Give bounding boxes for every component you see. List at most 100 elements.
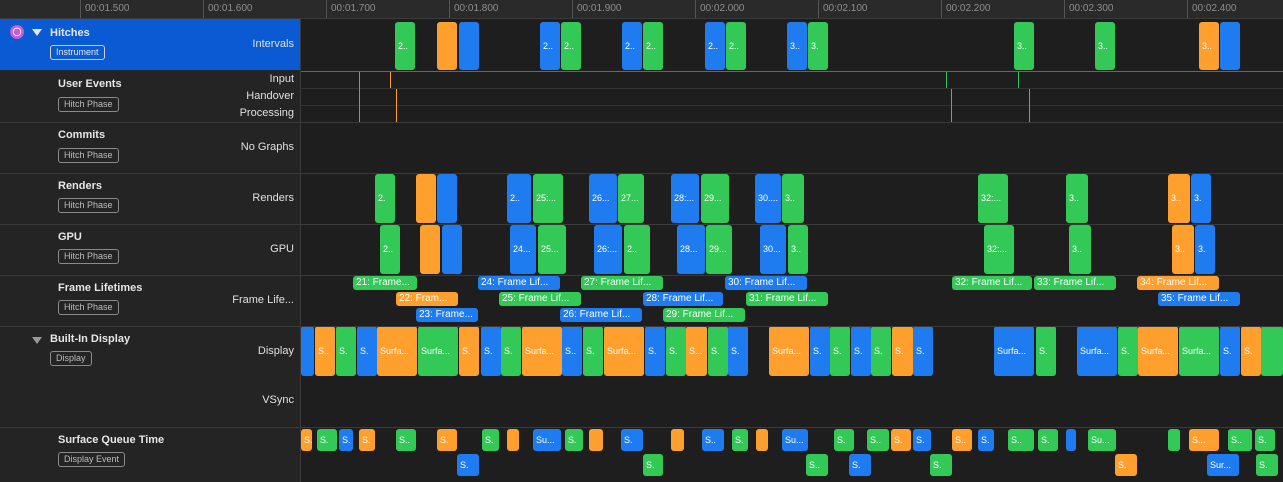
renders-track-header[interactable]: Renders Hitch Phase Renders — [0, 174, 300, 224]
disclosure-triangle-icon[interactable] — [32, 29, 42, 36]
user-event-marker[interactable] — [359, 72, 360, 123]
display-surface-block[interactable]: S... — [686, 326, 707, 376]
display-surface-block[interactable]: S. — [830, 326, 850, 376]
frame-lifetime-block[interactable]: 27: Frame Lif... — [581, 276, 663, 290]
hitch-interval-block[interactable]: 2.. — [643, 22, 663, 70]
frame-lifetime-block[interactable]: 21: Frame... — [353, 276, 417, 290]
surface-queue-block[interactable]: Su... — [533, 429, 561, 451]
user-events-track-header[interactable]: User Events Hitch Phase Input Handover P… — [0, 71, 300, 122]
timeline-graph[interactable]: 2..2..2..2..2..2..2..3..3.3..3..3..2.2..… — [301, 19, 1283, 482]
display-surface-block[interactable]: S. — [1036, 326, 1056, 376]
frame-lifetime-block[interactable]: 22: Fram... — [396, 292, 458, 306]
surface-queue-block[interactable]: S. — [643, 454, 663, 476]
display-surface-block[interactable]: S. — [728, 326, 748, 376]
surface-queue-block[interactable]: S. — [482, 429, 499, 451]
surface-queue-block[interactable]: S. — [978, 429, 994, 451]
user-event-marker[interactable] — [946, 72, 947, 88]
display-surface-block[interactable]: S.. — [315, 326, 335, 376]
hitch-interval-block[interactable] — [1220, 22, 1240, 70]
gpu-block[interactable]: 3.. — [1069, 225, 1091, 274]
frame-lifetime-block[interactable]: 30: Frame Lif... — [725, 276, 807, 290]
render-block[interactable]: 27... — [618, 174, 644, 223]
time-ruler[interactable]: 00:01.500 00:01.600 00:01.700 00:01.800 … — [0, 0, 1283, 19]
display-surface-block[interactable]: Surfa... — [418, 326, 458, 376]
surface-queue-block[interactable] — [1066, 429, 1076, 451]
display-surface-block[interactable]: Surfa... — [1179, 326, 1219, 376]
display-surface-block[interactable]: S. — [1118, 326, 1138, 376]
gpu-block[interactable]: 3. — [1195, 225, 1215, 274]
surface-queue-block[interactable] — [1168, 429, 1180, 451]
display-surface-block[interactable] — [301, 326, 314, 376]
display-surface-block[interactable]: S. — [1241, 326, 1261, 376]
display-surface-block[interactable]: S. — [1220, 326, 1240, 376]
render-block[interactable]: 28:... — [671, 174, 699, 223]
display-surface-block[interactable]: S. — [666, 326, 686, 376]
hitch-interval-block[interactable]: 2.. — [622, 22, 642, 70]
gpu-block[interactable]: 2.. — [624, 225, 650, 274]
display-surface-block[interactable]: S. — [892, 326, 913, 376]
surface-queue-block[interactable]: S. — [1256, 454, 1278, 476]
frame-lifetime-block[interactable]: 29: Frame Lif... — [663, 308, 745, 322]
surface-queue-block[interactable]: S.. — [952, 429, 972, 451]
hitch-interval-block[interactable]: 3. — [808, 22, 828, 70]
surface-queue-block[interactable] — [756, 429, 768, 451]
hitch-interval-block[interactable]: 2.. — [561, 22, 581, 70]
surface-queue-block[interactable]: S. — [565, 429, 583, 451]
surface-queue-block[interactable]: S.. — [1228, 429, 1252, 451]
display-surface-block[interactable]: S. — [336, 326, 356, 376]
hitch-interval-block[interactable]: 3.. — [787, 22, 807, 70]
surface-queue-block[interactable]: S.. — [1008, 429, 1034, 451]
user-event-marker[interactable] — [390, 72, 391, 88]
hitch-interval-block[interactable] — [437, 22, 457, 70]
surface-queue-block[interactable] — [507, 429, 519, 451]
gpu-block[interactable]: 32:... — [984, 225, 1014, 274]
display-surface-block[interactable]: S. — [851, 326, 871, 376]
display-surface-block[interactable]: Surfa... — [994, 326, 1034, 376]
hitch-interval-block[interactable]: 3.. — [1095, 22, 1115, 70]
hitch-interval-block[interactable]: 3.. — [1199, 22, 1219, 70]
display-surface-block[interactable]: S.. — [562, 326, 582, 376]
display-surface-block[interactable]: S. — [708, 326, 728, 376]
frame-lifetime-block[interactable]: 34: Frame Lif... — [1137, 276, 1219, 290]
display-surface-block[interactable]: S. — [501, 326, 521, 376]
surface-queue-block[interactable]: S. — [732, 429, 748, 451]
user-event-marker[interactable] — [396, 89, 397, 123]
user-event-marker[interactable] — [951, 89, 952, 123]
commits-track-header[interactable]: Commits Hitch Phase No Graphs — [0, 123, 300, 173]
surface-queue-block[interactable]: Su... — [1088, 429, 1116, 451]
built-in-display-track-header[interactable]: Built-In Display Display Display VSync — [0, 327, 300, 427]
gpu-block[interactable]: 24... — [510, 225, 536, 274]
gpu-block[interactable]: 30... — [760, 225, 786, 274]
frame-lifetime-block[interactable]: 23: Frame... — [416, 308, 478, 322]
surface-queue-block[interactable]: S. — [621, 429, 643, 451]
surface-queue-block[interactable]: S. — [913, 429, 931, 451]
surface-queue-block[interactable]: Su... — [782, 429, 808, 451]
render-block[interactable]: 26... — [589, 174, 617, 223]
render-block[interactable]: 29... — [701, 174, 729, 223]
surface-queue-block[interactable]: S. — [834, 429, 854, 451]
display-surface-block[interactable]: Surfa... — [1138, 326, 1178, 376]
surface-queue-block[interactable]: S. — [457, 454, 479, 476]
surface-queue-block[interactable]: S.. — [867, 429, 889, 451]
surface-queue-block[interactable]: S.. — [702, 429, 724, 451]
render-block[interactable] — [437, 174, 457, 223]
render-block[interactable]: 2.. — [507, 174, 531, 223]
display-surface-block[interactable]: S. — [583, 326, 603, 376]
display-surface-block[interactable]: S. — [459, 326, 479, 376]
frame-lifetime-block[interactable]: 33: Frame Lif... — [1034, 276, 1116, 290]
gpu-block[interactable]: 3.. — [788, 225, 808, 274]
render-block[interactable]: 25:... — [533, 174, 563, 223]
hitch-interval-block[interactable] — [459, 22, 479, 70]
display-surface-block[interactable]: S. — [481, 326, 501, 376]
render-block[interactable]: 3.. — [1168, 174, 1190, 223]
frame-lifetime-block[interactable]: 35: Frame Lif... — [1158, 292, 1240, 306]
surface-queue-block[interactable]: S. — [301, 429, 312, 451]
hitches-track-header[interactable]: ◯ Hitches Instrument Intervals — [0, 19, 300, 70]
frame-lifetime-block[interactable]: 26: Frame Lif... — [560, 308, 642, 322]
surface-queue-block[interactable]: S. — [359, 429, 375, 451]
hitch-interval-block[interactable]: 2.. — [705, 22, 725, 70]
frame-lifetime-block[interactable]: 31: Frame Lif... — [746, 292, 828, 306]
surface-queue-time-track-header[interactable]: Surface Queue Time Display Event — [0, 428, 300, 482]
surface-queue-block[interactable]: S.. — [396, 429, 416, 451]
render-block[interactable]: 2. — [375, 174, 395, 223]
